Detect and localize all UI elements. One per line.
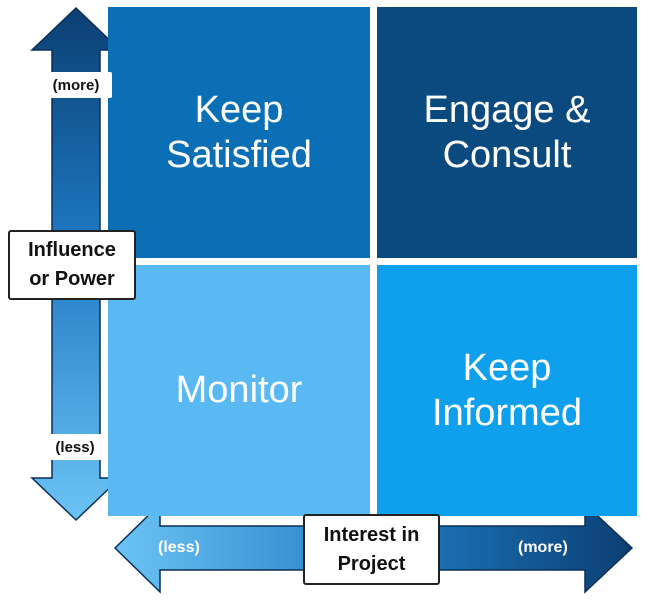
y-axis-title-line: or Power [29, 268, 115, 290]
x-axis-title: Interest in Project [303, 514, 440, 585]
x-axis-title-line: Project [337, 552, 406, 575]
quadrant-label-line: Monitor [175, 369, 303, 412]
quadrant-label-line: Keep [462, 346, 552, 389]
y-axis-title-line: Influence [28, 239, 116, 261]
quadrant-engage-consult: Engage & Consult [377, 7, 637, 258]
quadrant-label-line: Informed [432, 391, 582, 434]
quadrant-keep-informed: Keep Informed [377, 265, 637, 516]
x-axis-less-label: (less) [158, 539, 200, 556]
x-axis-more-label: (more) [518, 539, 568, 556]
x-axis-title-line: Interest in [323, 523, 420, 546]
y-axis-less-label: (less) [46, 434, 104, 460]
quadrant-label-line: Engage & [423, 88, 591, 131]
quadrant-label-line: Consult [442, 133, 572, 176]
quadrant-label-line: Keep [194, 88, 284, 131]
y-axis-title: Influence or Power [8, 230, 136, 300]
quadrant-monitor: Monitor [108, 265, 370, 516]
quadrant-label-line: Satisfied [166, 133, 312, 176]
y-axis-more-label: (more) [40, 72, 112, 98]
quadrant-keep-satisfied: Keep Satisfied [108, 7, 370, 258]
